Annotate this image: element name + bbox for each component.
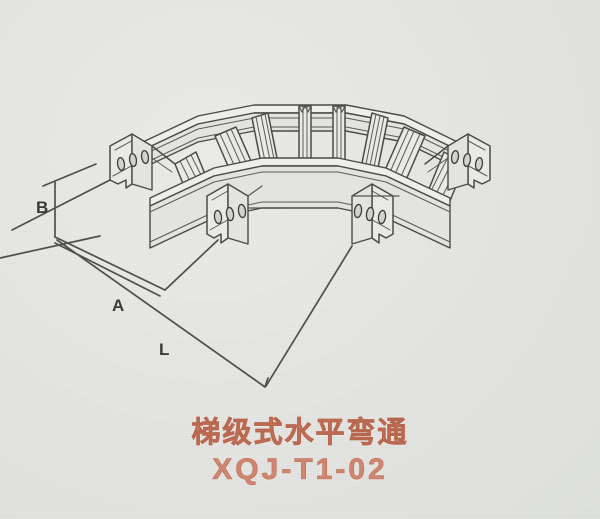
caption-block: 梯级式水平弯通 XQJ-T1-02 — [0, 415, 600, 486]
end-plate-front-left — [206, 183, 249, 245]
product-model-number: XQJ-T1-02 — [212, 453, 388, 486]
bolt-holes — [353, 203, 387, 225]
product-title-cn: 梯级式水平弯通 — [191, 415, 409, 449]
end-plate-back-right — [424, 133, 491, 191]
dimension-lines — [0, 163, 353, 388]
dimension-label-A: A — [112, 296, 125, 315]
dimension-B — [0, 163, 101, 259]
dimension-A — [54, 236, 219, 297]
dimension-label-B: B — [36, 198, 49, 217]
end-plate-front-right — [351, 183, 394, 245]
bolt-holes — [213, 203, 247, 225]
end-plate-back-left — [109, 133, 176, 191]
dimension-label-L: L — [159, 340, 170, 359]
corner-struts — [247, 185, 400, 209]
bolt-holes — [450, 149, 484, 172]
dimension-L — [56, 239, 353, 388]
bolt-holes — [116, 149, 150, 172]
